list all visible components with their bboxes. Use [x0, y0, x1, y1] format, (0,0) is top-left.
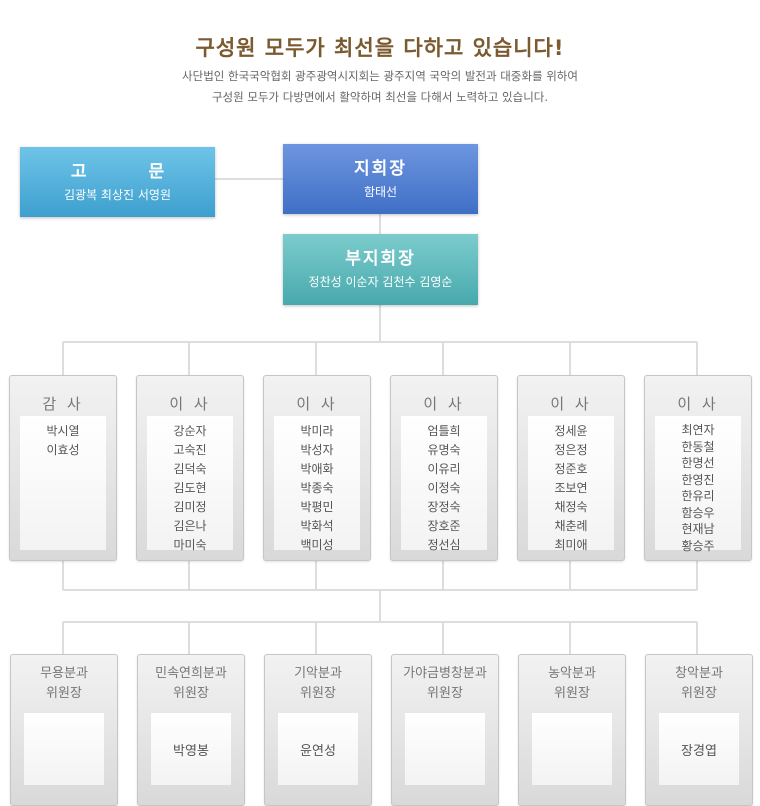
member-name: 김은나: [173, 519, 207, 533]
member-name: 마미숙: [173, 538, 207, 552]
member-name: 황승주: [681, 538, 715, 553]
advisor-names: 김광복 최상진 서영원: [64, 188, 171, 202]
member-name: 조보연: [554, 481, 588, 495]
member-name: 장호준: [427, 519, 461, 533]
board-card-director-2: 이 사 박미라 박성자 박애화 박종숙 박평민 박화석 백미성: [263, 375, 371, 561]
member-name: 박성자: [300, 443, 334, 457]
member-name: 강순자: [173, 424, 207, 438]
member-name: 박미라: [300, 424, 334, 438]
advisor-box: 고 문 김광복 최상진 서영원: [20, 147, 215, 217]
vice-president-title: 부지회장: [345, 249, 416, 269]
committee-name: 무용분과: [40, 666, 88, 681]
page-title: 구성원 모두가 최선을 다하고 있습니다!: [195, 36, 565, 60]
committee-role: 위원장: [554, 686, 590, 701]
member-name: 김미정: [173, 500, 207, 514]
member-name: 한동철: [681, 439, 715, 454]
member-name: 이정숙: [427, 481, 461, 495]
committee-name: 민속연희분과: [155, 666, 227, 681]
member-name: 엄틀희: [427, 424, 461, 438]
board-card-auditor: 감 사 박시열 이효성: [9, 375, 117, 561]
member-name: 정선심: [427, 538, 461, 552]
member-name: 박시열: [46, 424, 80, 438]
board-card-director-1: 이 사 강순자 고숙진 김덕숙 김도현 김미정 김은나 마미숙: [136, 375, 244, 561]
committee-chair: 윤연성: [300, 743, 336, 759]
member-name: 채정숙: [554, 500, 588, 514]
committee-role: 위원장: [427, 686, 463, 701]
committee-role: 위원장: [173, 686, 209, 701]
member-name: 최미애: [554, 538, 588, 552]
board-card-director-4: 이 사 정세윤 정은정 정준호 조보연 채정숙 채춘례 최미애: [517, 375, 625, 561]
committee-role: 위원장: [681, 686, 717, 701]
member-name: 채춘례: [554, 519, 588, 533]
member-name: 한영진: [681, 472, 715, 487]
board-card-title: 이 사: [169, 395, 211, 413]
member-name: 이효성: [46, 443, 80, 457]
member-name: 최연자: [681, 423, 715, 437]
board-card-director-3: 이 사 엄틀희 유명숙 이유리 이정숙 장정숙 장호준 정선심: [390, 375, 498, 561]
member-name: 장정숙: [427, 500, 461, 514]
member-name: 함승우: [681, 505, 715, 520]
member-name: 박화석: [300, 519, 334, 533]
committee-name: 가야금병창분과: [403, 666, 487, 681]
board-card-title: 이 사: [677, 395, 719, 413]
president-title: 지회장: [354, 159, 407, 179]
member-name: 정세윤: [554, 424, 588, 438]
intro-line-2: 구성원 모두가 다방면에서 활약하며 최선을 다해서 노력하고 있습니다.: [211, 90, 549, 104]
member-name: 박애화: [300, 462, 334, 476]
committee-chair: 박영봉: [173, 743, 209, 759]
committee-chair: 장경엽: [681, 743, 717, 759]
board-card-title: 이 사: [550, 395, 592, 413]
intro-line-1: 사단법인 한국국악협회 광주광역시지회는 광주지역 국악의 발전과 대중화를 위…: [182, 69, 578, 83]
member-name: 현재남: [681, 522, 715, 536]
member-name: 김덕숙: [173, 462, 207, 476]
committee-name: 기악분과: [294, 666, 342, 681]
advisor-title: 고 문: [70, 162, 193, 182]
member-name: 정준호: [554, 462, 588, 476]
member-name: 김도현: [173, 481, 207, 495]
member-name: 고숙진: [173, 443, 207, 457]
board-card-title: 이 사: [296, 395, 338, 413]
committee-name: 창악분과: [675, 666, 723, 681]
committee-role: 위원장: [46, 686, 82, 701]
vice-president-names: 정찬성 이순자 김천수 김영순: [308, 275, 453, 289]
member-name: 정은정: [554, 443, 588, 457]
president-box: 지회장 함태선: [283, 144, 478, 214]
board-card-director-5: 이 사 최연자 한동철 한명선 한영진 한유리 함승우 현재남 황승주: [644, 375, 752, 561]
member-name: 박종숙: [300, 481, 334, 495]
committee-role: 위원장: [300, 686, 336, 701]
vice-president-box: 부지회장 정찬성 이순자 김천수 김영순: [283, 234, 478, 305]
committee-name: 농악분과: [548, 666, 596, 681]
board-card-title: 이 사: [423, 395, 465, 413]
member-name: 한유리: [681, 489, 715, 503]
member-name: 백미성: [300, 538, 334, 552]
board-card-title: 감 사: [42, 395, 84, 413]
member-name: 한명선: [681, 456, 715, 470]
member-name: 유명숙: [427, 443, 461, 457]
president-name: 함태선: [363, 185, 398, 199]
member-name: 이유리: [427, 462, 461, 476]
member-name: 박평민: [300, 500, 334, 514]
